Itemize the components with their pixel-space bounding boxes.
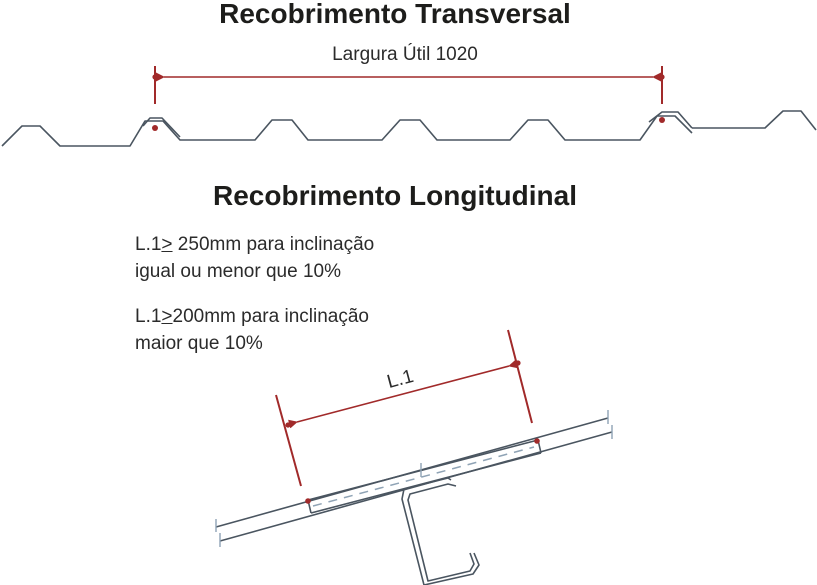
note-low-slope: L.1> 250mm para inclinação igual ou meno… — [135, 231, 374, 285]
trapezoidal-sheet-profile — [1, 110, 817, 147]
sheet-end-ticks — [215, 410, 613, 547]
note2-line2: maior que 10% — [135, 333, 263, 354]
note2-rest: 200mm para inclinação — [172, 306, 369, 327]
note1-symbol: > — [161, 234, 173, 255]
useful-width-label: Largura Útil 1020 — [332, 44, 478, 65]
note1-prefix: L.1 — [135, 234, 162, 255]
overlap-dashed-line — [312, 446, 535, 507]
note2-symbol: > — [161, 306, 173, 327]
note1-line2: igual ou menor que 10% — [135, 261, 341, 282]
useful-width-dimension — [152, 66, 665, 131]
note1-rest: 250mm para inclinação — [172, 234, 375, 255]
overlap-length-dimension — [275, 329, 540, 504]
title-longitudinal: Recobrimento Longitudinal — [213, 180, 577, 211]
purlin-profile — [401, 477, 480, 585]
note2-prefix: L.1 — [135, 306, 162, 327]
note-high-slope: L.1>200mm para inclinação maior que 10% — [135, 303, 369, 357]
overlap-length-label: L.1 — [385, 366, 416, 393]
title-transversal: Recobrimento Transversal — [219, 0, 571, 29]
